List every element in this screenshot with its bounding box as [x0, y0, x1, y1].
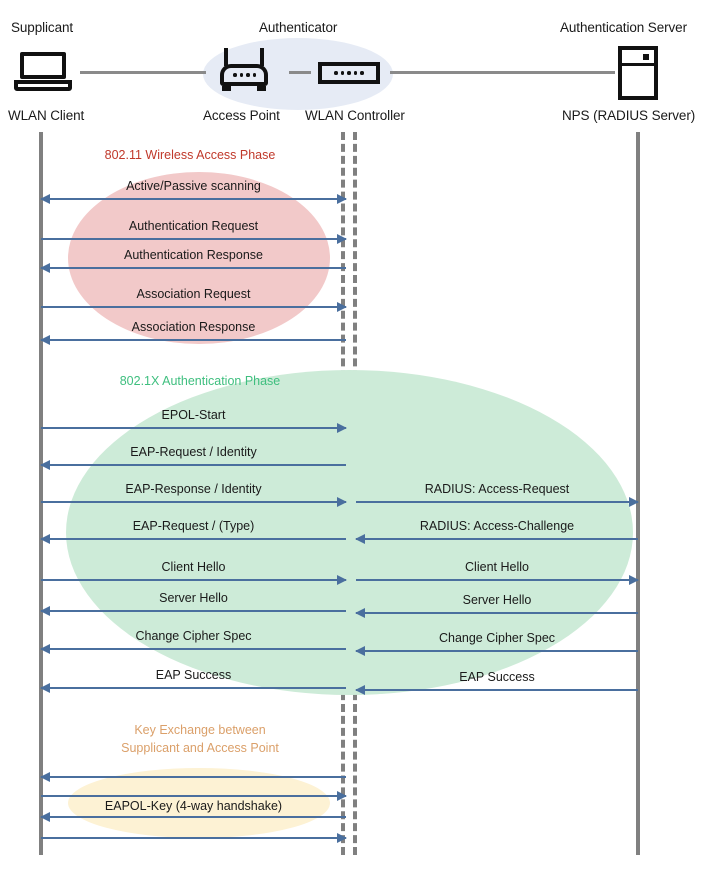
message-label: Change Cipher Spec	[438, 631, 556, 645]
phase-title-wireless-access: 802.11 Wireless Access Phase	[104, 148, 276, 162]
phase-ellipse-key-exchange	[68, 768, 330, 838]
actor-device-wlan-client: WLAN Client	[8, 108, 85, 123]
actor-role-authentication-server: Authentication Server	[560, 20, 687, 35]
message-label: EAP-Request / (Type)	[132, 519, 255, 533]
message-label: RADIUS: Access-Challenge	[419, 519, 575, 533]
phase-ellipse-wireless-access	[68, 172, 330, 344]
lifeline-supplicant	[39, 132, 43, 855]
wlan-controller-leds	[334, 71, 364, 75]
message-label: EAP Success	[459, 670, 535, 684]
message-label: EPOL-Start	[161, 408, 226, 422]
message-label: Client Hello	[465, 560, 529, 574]
message-label: Change Cipher Spec	[135, 629, 252, 643]
server-icon	[618, 46, 658, 100]
access-point-icon	[216, 48, 272, 93]
wire-client-to-ap	[80, 71, 206, 74]
message-label: Authentication Request	[128, 219, 259, 233]
message-label: Server Hello	[462, 593, 532, 607]
message-label: Association Response	[131, 320, 256, 334]
actor-role-authenticator: Authenticator	[259, 20, 338, 35]
message-label: EAP-Response / Identity	[125, 482, 262, 496]
wlan-controller-icon	[318, 62, 380, 84]
actor-device-access-point: Access Point	[203, 108, 280, 123]
message-label: Client Hello	[161, 560, 226, 574]
actor-device-wlan-controller: WLAN Controller	[305, 108, 405, 123]
message-label: Association Request	[136, 287, 251, 301]
lifeline-nps	[636, 132, 640, 855]
phase-title-key-exchange: Key Exchange between Supplicant and Acce…	[121, 723, 279, 755]
actor-device-nps: NPS (RADIUS Server)	[562, 108, 696, 123]
message-label: Server Hello	[159, 591, 228, 605]
wire-ap-to-controller	[289, 71, 311, 74]
laptop-icon	[14, 52, 72, 92]
message-label: EAP-Request / Identity	[130, 445, 257, 459]
phase-ellipse-dot1x	[66, 370, 633, 695]
actor-role-supplicant: Supplicant	[11, 20, 74, 35]
message-label: EAPOL-Key (4-way handshake)	[104, 799, 283, 813]
wire-controller-to-nps	[390, 71, 615, 74]
message-label: EAP Success	[155, 668, 232, 682]
message-label: Active/Passive scanning	[126, 179, 261, 193]
message-label: RADIUS: Access-Request	[424, 482, 570, 496]
phase-title-dot1x: 802.1X Authentication Phase	[119, 374, 281, 388]
message-label: Authentication Response	[124, 248, 263, 262]
